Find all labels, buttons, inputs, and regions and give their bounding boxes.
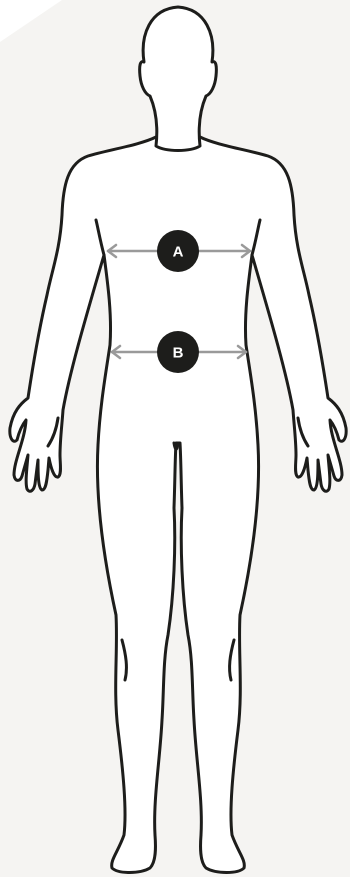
body-outline-icon — [10, 7, 346, 873]
head-outline — [140, 7, 217, 151]
corner-accent — [0, 0, 62, 42]
measurement-a-label: A — [173, 244, 184, 261]
measurement-b-label: B — [173, 345, 184, 362]
